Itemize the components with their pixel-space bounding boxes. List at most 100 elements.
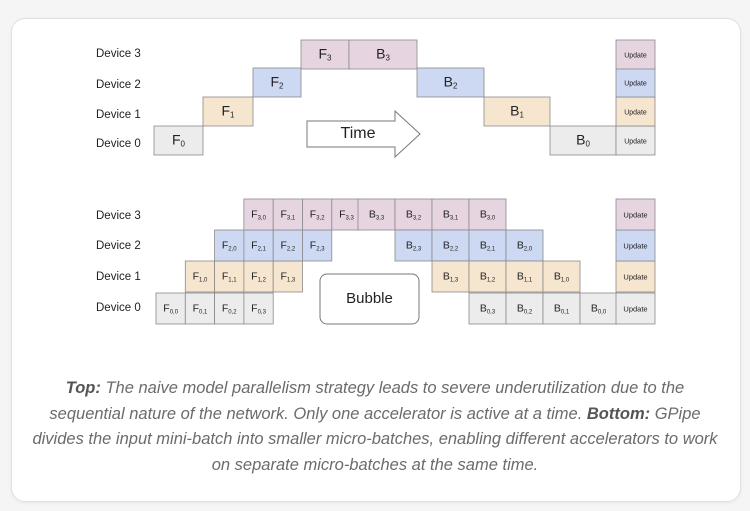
bottom-update-label-3: Update	[623, 210, 647, 219]
bottom-backward-label-1-1: B1,2	[480, 270, 496, 283]
top-update-block-0	[615, 125, 656, 156]
bottom-backward-block-1-3	[542, 260, 581, 293]
top-backward-block-1	[483, 96, 551, 127]
bottom-forward-block-3-1	[272, 198, 303, 231]
top-update-block-1	[615, 96, 656, 127]
time-arrow	[306, 109, 421, 159]
bottom-forward-label-1-1: F1,1	[222, 270, 237, 283]
bottom-backward-block-1-2	[505, 260, 544, 293]
top-update-label-2: Update	[624, 80, 647, 87]
top-backward-block-3	[348, 39, 418, 70]
top-backward-label-0: B0	[576, 131, 590, 148]
bottom-backward-label-1-0: B1,3	[443, 270, 459, 283]
top-forward-block-0	[153, 125, 204, 156]
time-arrow-label: Time	[341, 125, 376, 142]
top-backward-block-0	[549, 125, 617, 156]
bottom-forward-block-2-0	[214, 229, 245, 262]
top-forward-label-0: F0	[172, 131, 186, 148]
bottom-forward-label-2-0: F2,0	[222, 239, 237, 252]
bottom-forward-label-2-1: F2,1	[251, 239, 266, 252]
bottom-update-label-2: Update	[623, 241, 647, 250]
caption-top-text: The naive model parallelism strategy lea…	[49, 379, 685, 423]
top-forward-label-3: F3	[318, 45, 332, 62]
top-forward-block-1	[202, 96, 254, 127]
bottom-forward-label-3-2: F3,2	[310, 208, 325, 221]
bottom-forward-block-1-0	[184, 260, 216, 293]
bubble-label: Bubble	[346, 290, 393, 307]
bottom-forward-block-2-2	[272, 229, 303, 262]
top-device-label-3: Device 3	[96, 48, 141, 60]
bottom-backward-block-1-0	[431, 260, 470, 293]
top-forward-label-2: F2	[270, 73, 284, 90]
caption-bottom-label: Bottom:	[586, 404, 651, 423]
top-update-label-3: Update	[624, 52, 647, 59]
bottom-backward-label-3-1: B3,2	[406, 208, 422, 221]
bottom-backward-label-2-0: B2,3	[406, 239, 422, 252]
bottom-forward-label-3-1: F3,1	[280, 208, 295, 221]
bottom-backward-block-0-1	[505, 292, 544, 325]
bottom-backward-block-3-1	[394, 198, 433, 231]
top-backward-label-1: B1	[510, 102, 524, 119]
top-backward-label-2: B2	[444, 73, 458, 90]
bottom-backward-label-3-0: B3,3	[369, 208, 385, 221]
bottom-backward-block-1-1	[468, 260, 507, 293]
bottom-backward-block-2-0	[394, 229, 433, 262]
bottom-forward-label-2-3: F2,3	[310, 239, 325, 252]
bottom-update-block-2	[615, 229, 656, 262]
bubble-box	[319, 273, 420, 325]
bottom-backward-label-2-3: B2,0	[517, 239, 533, 252]
top-update-block-3	[615, 39, 656, 70]
bottom-backward-block-0-0	[468, 292, 507, 325]
bottom-backward-label-0-2: B0,1	[554, 302, 570, 315]
bottom-forward-block-2-1	[243, 229, 274, 262]
top-forward-block-2	[252, 67, 302, 98]
bottom-device-label-1: Device 1	[96, 271, 141, 283]
bottom-update-block-3	[615, 198, 656, 231]
bottom-backward-block-0-3	[579, 292, 618, 325]
bottom-update-label-0: Update	[623, 304, 647, 313]
bottom-device-label-2: Device 2	[96, 240, 141, 252]
bottom-backward-label-3-2: B3,1	[443, 208, 459, 221]
bottom-backward-label-1-3: B1,0	[554, 270, 570, 283]
top-device-label-1: Device 1	[96, 109, 141, 121]
bottom-forward-block-3-3	[331, 198, 362, 231]
bottom-forward-label-0-0: F0,0	[163, 302, 178, 315]
top-device-label-2: Device 2	[96, 79, 141, 91]
bottom-forward-block-3-0	[243, 198, 274, 231]
bottom-backward-block-2-3	[505, 229, 544, 262]
top-update-block-2	[615, 67, 656, 98]
bottom-backward-label-2-1: B2,2	[443, 239, 459, 252]
bottom-forward-block-0-3	[243, 292, 274, 325]
bottom-forward-label-3-3: F3,3	[339, 208, 354, 221]
bottom-forward-label-1-2: F1,2	[251, 270, 266, 283]
top-backward-block-2	[416, 67, 485, 98]
bottom-backward-block-3-3	[468, 198, 507, 231]
top-update-label-0: Update	[624, 138, 647, 145]
bottom-forward-label-1-3: F1,3	[280, 270, 295, 283]
bottom-device-label-3: Device 3	[96, 210, 141, 222]
figure-caption: Top: The naive model parallelism strateg…	[30, 376, 720, 478]
caption-bottom-text: GPipe divides the input mini-batch into …	[32, 404, 718, 474]
bottom-forward-label-1-0: F1,0	[193, 270, 208, 283]
bottom-forward-label-2-2: F2,2	[280, 239, 295, 252]
bottom-update-label-1: Update	[623, 272, 647, 281]
bottom-forward-block-1-1	[214, 260, 245, 293]
bottom-update-block-0	[615, 292, 656, 325]
bottom-forward-label-3-0: F3,0	[251, 208, 266, 221]
bottom-backward-label-3-3: B3,0	[480, 208, 496, 221]
bottom-forward-label-0-1: F0,1	[193, 302, 208, 315]
bottom-forward-block-0-0	[155, 292, 186, 325]
bottom-backward-label-0-3: B0,0	[591, 302, 607, 315]
bottom-backward-label-2-2: B2,1	[480, 239, 496, 252]
bottom-forward-block-0-1	[184, 292, 216, 325]
bottom-backward-block-0-2	[542, 292, 581, 325]
bottom-device-label-0: Device 0	[96, 302, 141, 314]
bottom-backward-label-1-2: B1,1	[517, 270, 533, 283]
top-device-label-0: Device 0	[96, 138, 141, 150]
caption-top-label: Top:	[65, 379, 101, 397]
top-forward-label-1: F1	[221, 102, 235, 119]
bottom-backward-label-0-1: B0,2	[517, 302, 533, 315]
bottom-forward-label-0-3: F0,3	[251, 302, 266, 315]
bottom-backward-label-0-0: B0,3	[480, 302, 496, 315]
